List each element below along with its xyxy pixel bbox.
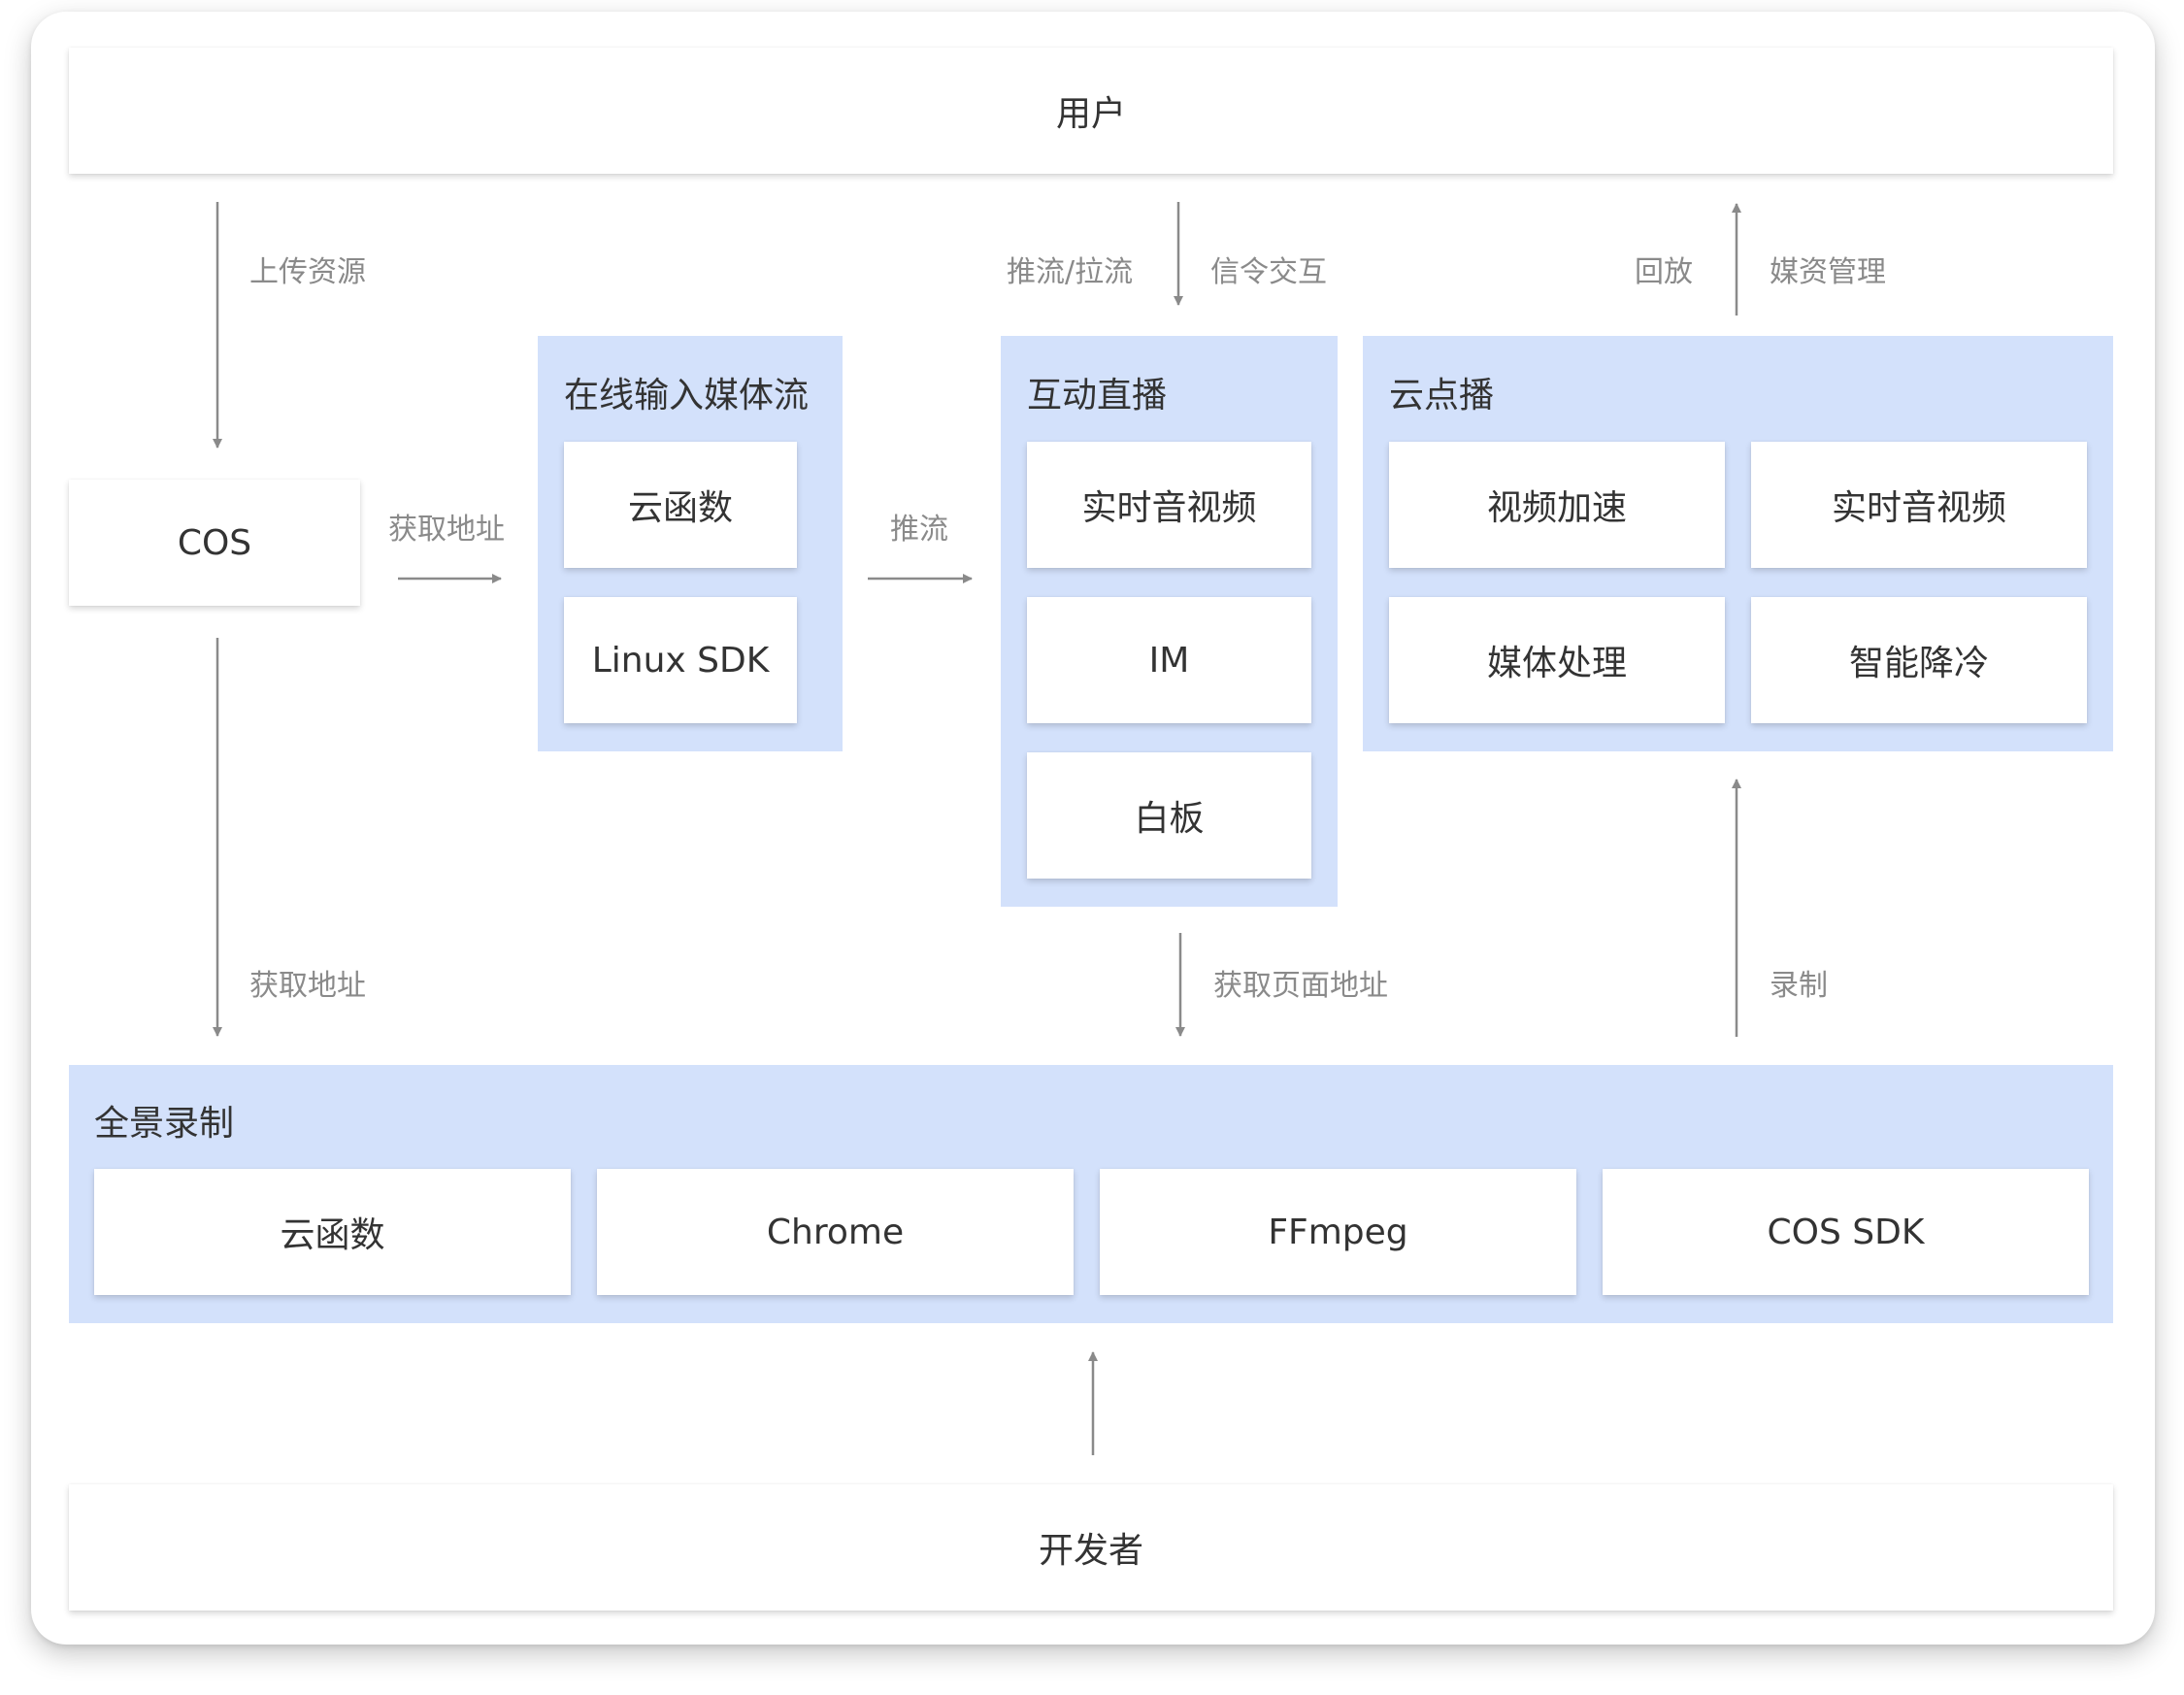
user-label: 用户 [1055, 94, 1126, 134]
live-item-label: 实时音视频 [1081, 488, 1257, 528]
edge-label-get-page-addr: 获取页面地址 [1213, 969, 1388, 1003]
edge-label-upload: 上传资源 [249, 255, 366, 289]
record-item-label: Chrome [766, 1212, 905, 1252]
live-item-label: IM [1148, 640, 1190, 681]
vod-item-video-accel: 视频加速 [1389, 442, 1725, 568]
developer-label: 开发者 [1038, 1531, 1143, 1571]
live-item-whiteboard: 白板 [1027, 752, 1311, 879]
online-media-panel-title: 在线输入媒体流 [564, 376, 810, 415]
user-bar: 用户 [69, 48, 2113, 174]
vod-item-label: 视频加速 [1486, 488, 1627, 528]
live-item-im: IM [1027, 597, 1311, 723]
edge-label-get-addr-down: 获取地址 [249, 969, 366, 1003]
edge-label-playback: 回放 [1635, 255, 1693, 289]
live-item-rtc: 实时音视频 [1027, 442, 1311, 568]
vod-panel-title: 云点播 [1389, 376, 1495, 415]
vod-item-label: 智能降冷 [1848, 644, 1989, 683]
online-item-cloud-function: 云函数 [564, 442, 797, 568]
record-item-label: COS SDK [1767, 1212, 1925, 1252]
developer-bar: 开发者 [69, 1484, 2113, 1611]
edge-label-push: 推流 [890, 513, 948, 547]
cos-label: COS [177, 522, 252, 563]
online-item-linux-sdk: Linux SDK [564, 597, 797, 723]
panoramic-record-panel-title: 全景录制 [94, 1104, 235, 1144]
record-item-label: FFmpeg [1268, 1212, 1408, 1252]
vod-item-smart-cooling: 智能降冷 [1751, 597, 2087, 723]
record-item-ffmpeg: FFmpeg [1100, 1169, 1576, 1295]
cos-box: COS [69, 480, 360, 606]
online-item-label: Linux SDK [591, 640, 770, 681]
interactive-live-panel-title: 互动直播 [1027, 376, 1168, 415]
vod-item-label: 媒体处理 [1486, 644, 1627, 683]
edge-label-push-pull: 推流/拉流 [1007, 255, 1134, 289]
edge-label-signaling: 信令交互 [1210, 255, 1327, 289]
vod-item-media-processing: 媒体处理 [1389, 597, 1725, 723]
record-item-chrome: Chrome [597, 1169, 1074, 1295]
vod-item-label: 实时音视频 [1831, 488, 2006, 528]
edge-label-record: 录制 [1770, 969, 1828, 1003]
record-item-cloud-function: 云函数 [94, 1169, 571, 1295]
record-item-label: 云函数 [280, 1215, 385, 1255]
live-item-label: 白板 [1134, 799, 1205, 839]
vod-item-rtc: 实时音视频 [1751, 442, 2087, 568]
record-item-cos-sdk: COS SDK [1603, 1169, 2089, 1295]
edge-label-media-mgmt: 媒资管理 [1770, 255, 1886, 289]
edge-label-get-addr-right: 获取地址 [388, 513, 505, 547]
online-item-label: 云函数 [627, 488, 733, 528]
